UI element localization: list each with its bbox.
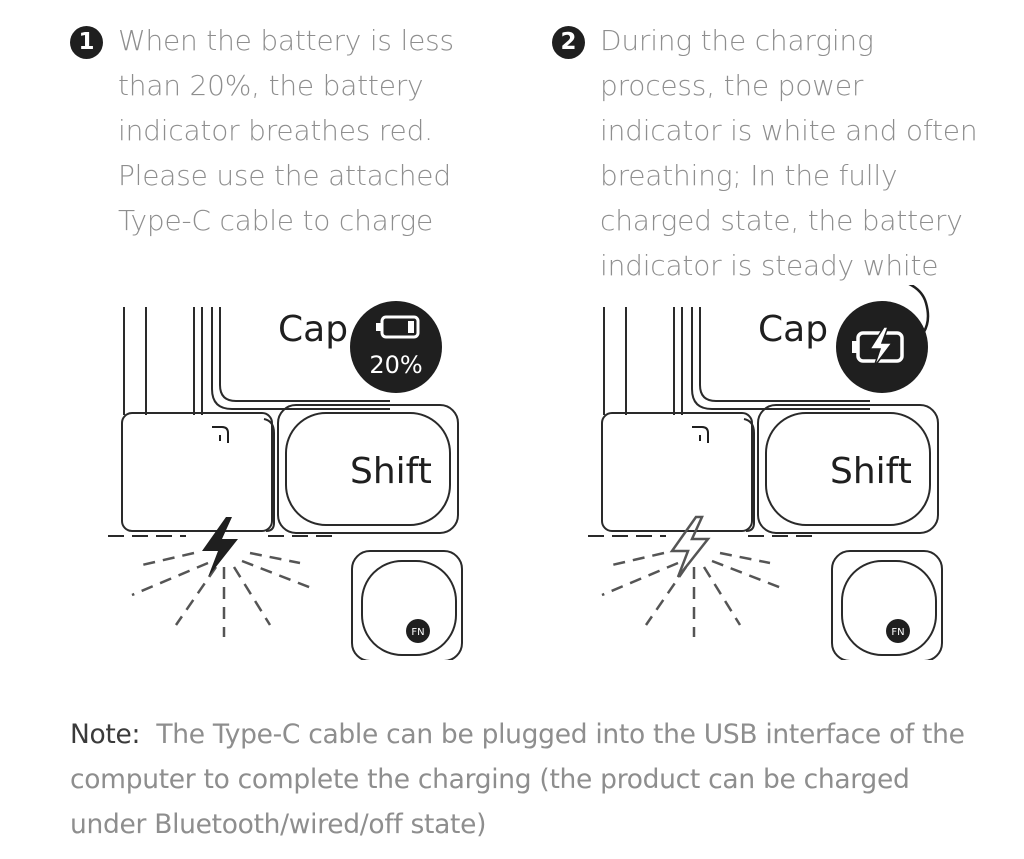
side-block	[121, 412, 273, 532]
step-2-text: During the charging process, the power i…	[600, 24, 978, 282]
step-1-text: When the battery is less than 20%, the b…	[118, 24, 454, 237]
note-paragraph: Note: The Type-C cable can be plugged in…	[70, 712, 980, 847]
shift-key-outline	[757, 404, 939, 534]
charging-battery-icon	[852, 326, 904, 368]
step-number-badge: 1	[70, 26, 103, 59]
keyboard-corner-drawing: Cap Shift FN	[588, 285, 943, 660]
fn-key-label: FN	[891, 627, 904, 638]
shift-key-face	[765, 412, 931, 526]
shift-key-label: Shift	[830, 451, 912, 492]
caps-key-outline-outer	[211, 307, 390, 410]
step-2: 2 During the charging process, the power…	[552, 18, 992, 288]
battery-level-label: 20%	[369, 351, 422, 379]
caps-key-outline-outer	[691, 307, 870, 410]
fn-key-outline	[351, 550, 463, 660]
side-block-edge	[743, 418, 755, 532]
note-label: Note:	[70, 719, 141, 750]
glow-rays	[601, 551, 785, 637]
caps-key-outline	[699, 307, 870, 402]
fn-icon	[406, 619, 430, 643]
caps-key-outline	[219, 307, 390, 402]
illustration-low-battery: Cap Shift 20% FN	[90, 285, 550, 660]
caps-key-label: Cap	[278, 309, 348, 350]
illustration-charging: Cap Shift FN	[570, 285, 1024, 660]
glow-rays	[131, 551, 315, 637]
note-text: The Type-C cable can be plugged into the…	[70, 719, 965, 840]
fn-key-outline	[831, 550, 943, 660]
fn-key-face	[841, 560, 937, 656]
shift-key-label: Shift	[350, 451, 432, 492]
battery-bubble	[350, 301, 442, 393]
fn-icon	[886, 619, 910, 643]
step-1: 1 When the battery is less than 20%, the…	[70, 18, 510, 243]
fn-key-face	[361, 560, 457, 656]
indicator-glyph-icon	[212, 426, 229, 443]
step-number-badge: 2	[552, 26, 585, 59]
lightning-icon	[202, 517, 238, 577]
lightning-icon	[669, 515, 711, 578]
battery-icon	[376, 315, 420, 339]
indicator-glyph-icon	[692, 426, 709, 443]
fn-key-label: FN	[411, 627, 424, 638]
keyboard-corner-drawing: Cap Shift 20% FN	[108, 301, 463, 660]
side-block	[601, 412, 753, 532]
shift-key-outline	[277, 404, 459, 534]
side-block-edge	[263, 418, 275, 532]
caps-key-label: Cap	[758, 309, 828, 350]
shift-key-face	[285, 412, 451, 526]
